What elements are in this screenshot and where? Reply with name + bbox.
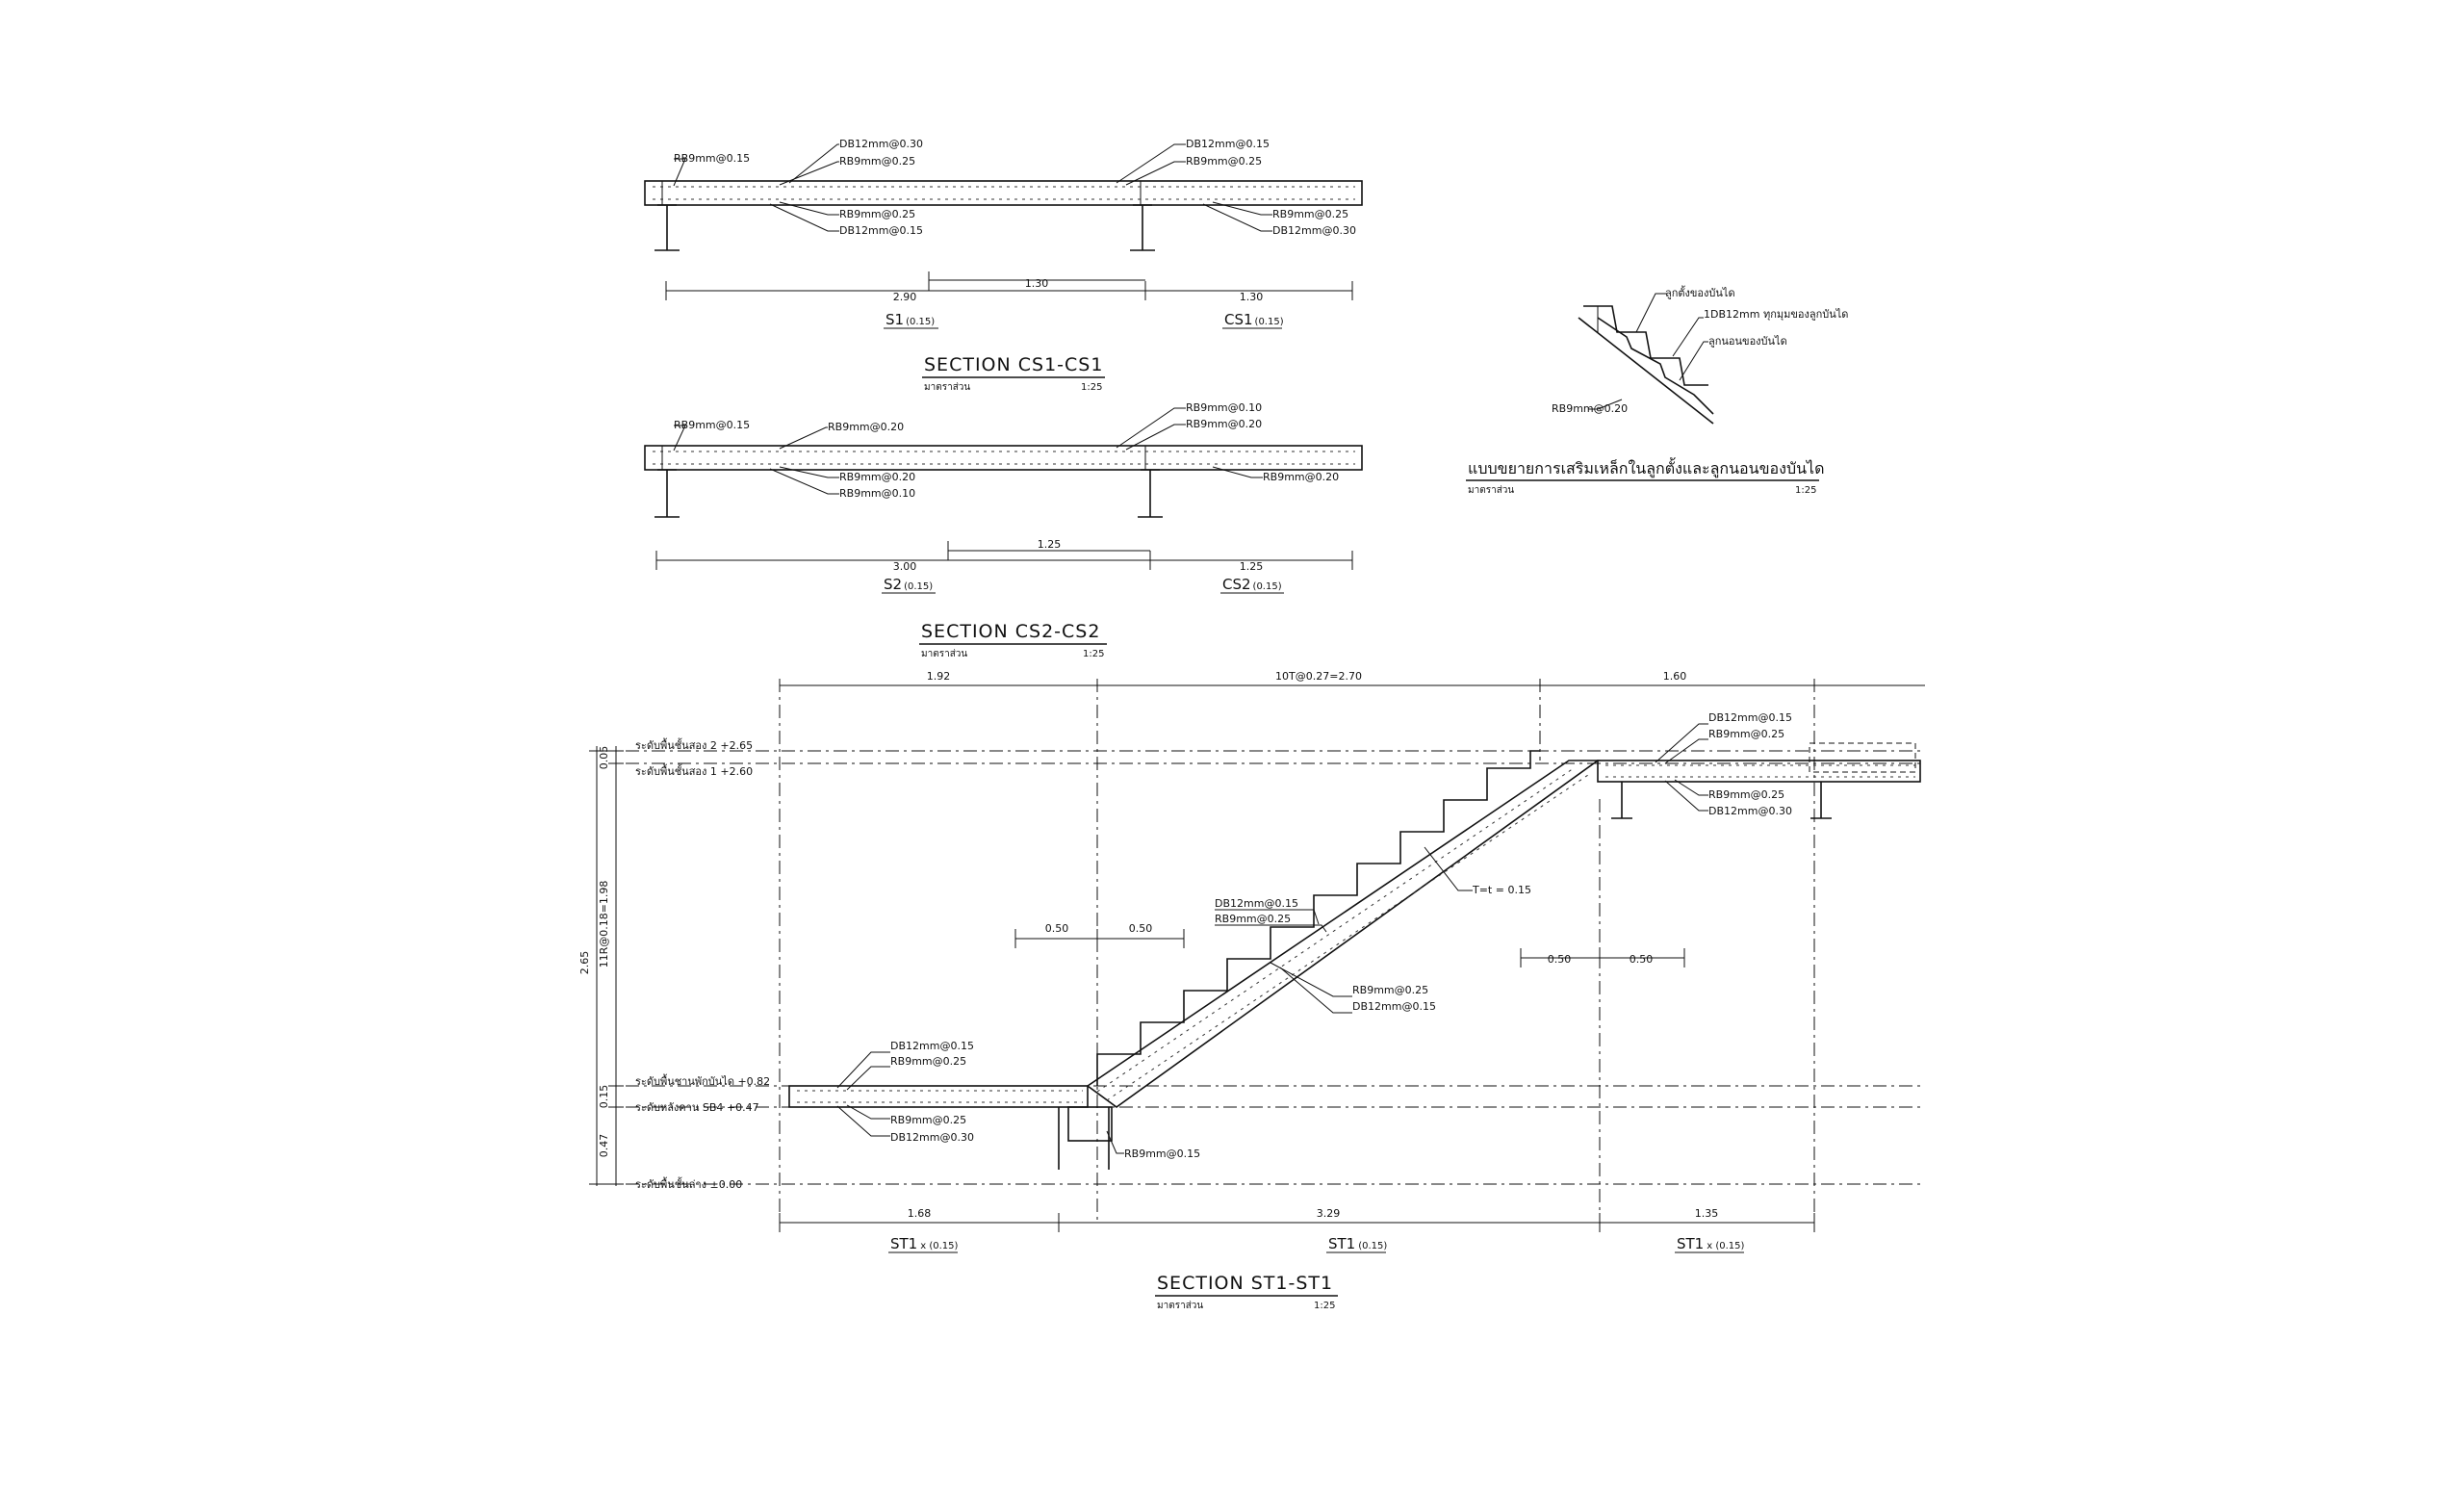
detail-title: แบบขยายการเสริมเหล็กในลูกตั้งและลูกนอนขอ…: [1468, 457, 1824, 478]
cs1-label: DB12mm@0.30: [1272, 224, 1356, 237]
cs1-label: DB12mm@0.15: [1186, 138, 1270, 150]
st1-top-dim: 1.92: [927, 670, 951, 683]
detail-scale: 1:25: [1795, 485, 1816, 496]
st1-scale: 1:25: [1314, 1301, 1335, 1311]
cs2-scale-label: มาตราส่วน: [921, 649, 967, 659]
cs1-support-right: [1130, 204, 1155, 251]
level-label: ระดับพื้นชั้นสอง 1 +2.60: [635, 763, 753, 778]
st1-spacing-dim: 0.50: [1630, 953, 1654, 966]
st1-landing-label: RB9mm@0.25: [890, 1114, 966, 1126]
detail-label: RB9mm@0.20: [1552, 402, 1628, 415]
lower-landing: [788, 1085, 1089, 1108]
st1-upper-label: DB12mm@0.15: [1708, 711, 1792, 724]
cs1-tag-left: S1(0.15): [886, 311, 935, 328]
cs2-support-left: [654, 469, 680, 518]
st1-bottom-dim: 3.29: [1317, 1207, 1341, 1220]
cs1-support-left: [654, 204, 680, 251]
cs1-tag-right: CS1(0.15): [1224, 311, 1284, 328]
cs2-slab: [644, 445, 1363, 471]
st1-upper-label: RB9mm@0.25: [1708, 788, 1784, 801]
section-st1: 1.92 10T@0.27=2.70 1.60 2.65 11R@0.18=1.…: [578, 670, 1925, 1311]
cs1-dim-total: 2.90: [893, 291, 917, 303]
cs1-label: RB9mm@0.25: [1186, 155, 1262, 168]
cs1-label: RB9mm@0.25: [839, 155, 915, 168]
cs1-title: SECTION CS1-CS1: [924, 354, 1103, 375]
st1-landing-label: RB9mm@0.25: [890, 1055, 966, 1068]
st1-vert-dim: 0.05: [598, 746, 610, 770]
cs2-scale: 1:25: [1083, 649, 1104, 659]
detail-label: ลูกตั้งของบันได: [1665, 285, 1735, 299]
st1-tag: ST1(0.15): [1328, 1235, 1387, 1252]
cs1-dim-mid: 1.30: [1025, 277, 1049, 290]
st1-vert-dim: 2.65: [578, 951, 591, 975]
st1-top-dim: 10T@0.27=2.70: [1275, 670, 1362, 683]
st1-landing-label: DB12mm@0.30: [890, 1131, 974, 1144]
cs2-label: RB9mm@0.20: [1263, 471, 1339, 483]
detail-scale-label: มาตราส่วน: [1468, 485, 1514, 496]
cs1-label: DB12mm@0.15: [839, 224, 923, 237]
st1-top-dim: 1.60: [1663, 670, 1687, 683]
cs1-slab: [644, 180, 1363, 206]
cs2-label: RB9mm@0.20: [839, 471, 915, 483]
st1-bottom-dim: 1.68: [908, 1207, 932, 1220]
cs2-title: SECTION CS2-CS2: [921, 621, 1100, 642]
cs2-tag-right: CS2(0.15): [1222, 576, 1282, 593]
st1-spacing-dim: 0.50: [1045, 922, 1069, 935]
cs2-tag-left: S2(0.15): [884, 576, 933, 593]
cs2-label: RB9mm@0.15: [674, 419, 750, 431]
st1-flight-label: DB12mm@0.15: [1352, 1000, 1436, 1013]
section-cs2: RB9mm@0.15 RB9mm@0.20 RB9mm@0.10 RB9mm@0…: [644, 401, 1363, 659]
cs1-label: DB12mm@0.30: [839, 138, 923, 150]
level-label: ระดับพื้นชานพักบันได +0.82: [635, 1073, 770, 1088]
detail-label: 1DB12mm ทุกมุมของลูกบันได: [1704, 308, 1848, 321]
st1-flight-label: RB9mm@0.25: [1215, 913, 1291, 925]
st1-spacing-dim: 0.50: [1129, 922, 1153, 935]
section-cs1: RB9mm@0.15 DB12mm@0.30 RB9mm@0.25 DB12mm…: [644, 138, 1363, 393]
cs2-dim-total: 3.00: [893, 560, 917, 573]
st1-upper-label: RB9mm@0.25: [1708, 728, 1784, 740]
st1-title: SECTION ST1-ST1: [1157, 1273, 1333, 1294]
st1-upper-label: DB12mm@0.30: [1708, 805, 1792, 817]
st1-landing-label: DB12mm@0.15: [890, 1040, 974, 1052]
upper-support-right: [1810, 782, 1832, 819]
cs1-label: RB9mm@0.25: [839, 208, 915, 220]
st1-flight-label: DB12mm@0.15: [1215, 897, 1298, 910]
cs2-label: RB9mm@0.20: [828, 421, 904, 433]
st1-bottom-dim: 1.35: [1695, 1207, 1719, 1220]
cs2-label: RB9mm@0.20: [1186, 418, 1262, 430]
detail-riser-tread: ลูกตั้งของบันได 1DB12mm ทุกมุมของลูกบันไ…: [1466, 285, 1848, 496]
stair-steps: [1096, 750, 1540, 1086]
stair-flight-slab: [1086, 760, 1601, 1108]
cs2-dim-right: 1.25: [1240, 560, 1264, 573]
st1-scale-label: มาตราส่วน: [1157, 1301, 1203, 1311]
cs1-scale: 1:25: [1081, 382, 1102, 393]
upper-support-left: [1611, 782, 1632, 819]
st1-flight-label: RB9mm@0.25: [1352, 984, 1428, 996]
st1-vert-dim: 0.15: [598, 1085, 610, 1109]
st1-spacing-dim: 0.50: [1548, 953, 1572, 966]
level-label: ระดับหลังคาน SB4 +0.47: [635, 1101, 759, 1114]
st1-beam-label: RB9mm@0.15: [1124, 1148, 1200, 1160]
cs1-label: RB9mm@0.15: [674, 152, 750, 165]
level-label: ระดับพื้นชั้นล่าง ±0.00: [635, 1176, 742, 1191]
level-label: ระดับพื้นชั้นสอง 2 +2.65: [635, 737, 753, 752]
cs2-dim-mid: 1.25: [1038, 538, 1062, 551]
detail-label: ลูกนอนของบันได: [1708, 335, 1787, 348]
cs2-label: RB9mm@0.10: [839, 487, 915, 500]
cs2-label: RB9mm@0.10: [1186, 401, 1262, 414]
cs1-dim-right: 1.30: [1240, 291, 1264, 303]
landing-beam: [1067, 1106, 1113, 1142]
st1-vert-dim: 0.47: [598, 1134, 610, 1158]
st1-thickness-label: T=t = 0.15: [1472, 884, 1531, 896]
cs2-support-right: [1138, 469, 1163, 518]
cs1-label: RB9mm@0.25: [1272, 208, 1348, 220]
upper-landing: [1597, 760, 1921, 783]
cs1-scale-label: มาตราส่วน: [924, 382, 970, 393]
st1-vert-dim: 11R@0.18=1.98: [598, 881, 610, 968]
